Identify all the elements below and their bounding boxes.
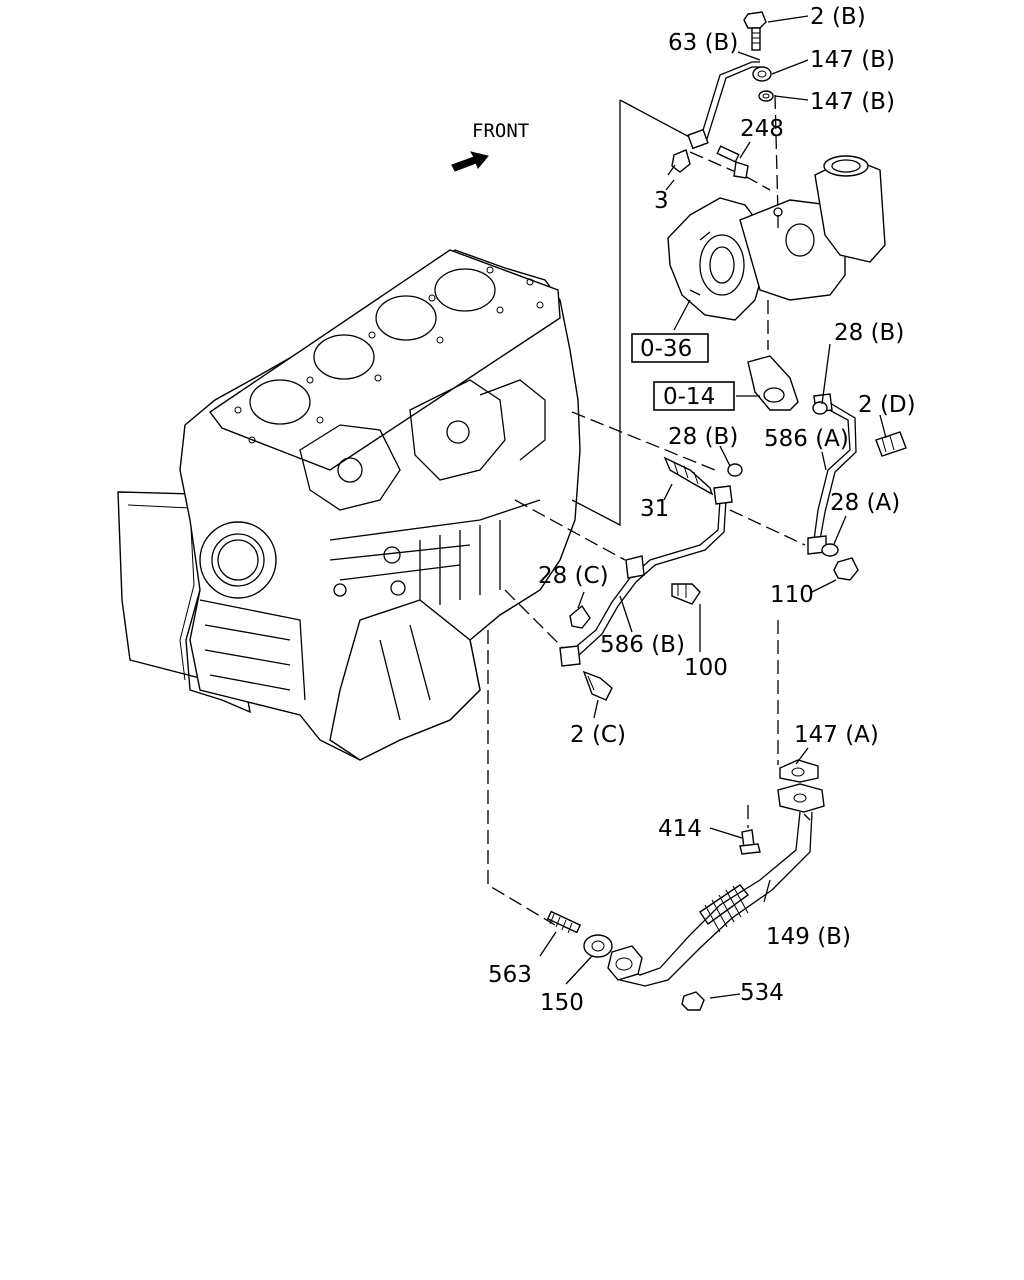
callout-100: 100	[684, 655, 728, 681]
oil-return-pipe-illustration	[546, 759, 825, 1011]
callout-2d: 2 (D)	[858, 392, 916, 418]
callout-28c: 28 (C)	[538, 563, 609, 589]
engine-block-illustration	[117, 249, 581, 761]
callout-28b-lower: 28 (B)	[668, 424, 738, 450]
callout-147b-lower: 147 (B)	[810, 89, 895, 115]
callout-110: 110	[770, 582, 814, 608]
front-arrow-icon	[451, 151, 489, 172]
callout-31: 31	[640, 496, 669, 522]
callout-149b: 149 (B)	[766, 924, 851, 950]
callout-28b-upper: 28 (B)	[834, 320, 904, 346]
callout-0-14: 0-14	[663, 384, 715, 410]
callout-63b: 63 (B)	[668, 30, 738, 56]
callout-2b: 2 (B)	[810, 4, 866, 30]
front-label: FRONT	[472, 120, 529, 142]
callout-147a: 147 (A)	[794, 722, 879, 748]
callout-248: 248	[740, 116, 784, 142]
callout-0-36: 0-36	[640, 336, 692, 362]
callout-2c: 2 (C)	[570, 722, 626, 748]
callout-3: 3	[654, 188, 669, 214]
callout-28a: 28 (A)	[830, 490, 900, 516]
callout-leaders	[539, 15, 887, 999]
turbo-fasteners	[667, 11, 774, 179]
callout-labels: 2 (B) 63 (B) 147 (B) 147 (B) 248 3 28 (B…	[488, 4, 916, 1016]
callout-414: 414	[658, 816, 702, 842]
callout-147b-upper: 147 (B)	[810, 47, 895, 73]
oil-return-adapter-illustration	[747, 355, 907, 581]
front-direction-indicator: FRONT	[451, 120, 529, 172]
callout-534: 534	[740, 980, 784, 1006]
assembly-guide-lines	[487, 94, 811, 926]
reference-box-0-36: 0-36	[631, 333, 709, 363]
oil-feed-pipe-illustration	[559, 456, 743, 701]
callout-586b: 586 (B)	[600, 632, 685, 658]
callout-150: 150	[540, 990, 584, 1016]
callout-586a: 586 (A)	[764, 426, 849, 452]
callout-563: 563	[488, 962, 532, 988]
turbocharger-illustration	[667, 155, 886, 321]
reference-box-0-14: 0-14	[653, 381, 735, 411]
